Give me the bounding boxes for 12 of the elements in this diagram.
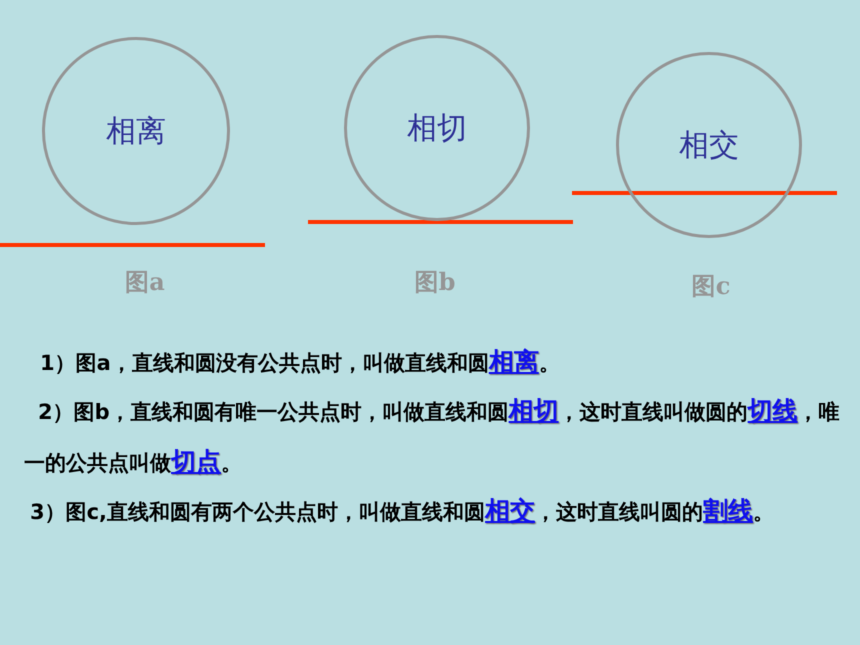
paragraph: 1）图a，直线和圆没有公共点时，叫做直线和圆相离。 — [40, 346, 561, 378]
figure-caption: 图a — [125, 266, 165, 298]
circle-label: 相离 — [106, 112, 166, 150]
figure-caption: 图b — [414, 266, 456, 298]
paragraph: 3）图c,直线和圆有两个公共点时，叫做直线和圆相交，这时直线叫圆的割线。 — [29, 495, 776, 527]
circle — [344, 35, 530, 221]
circle-label: 相交 — [679, 126, 739, 164]
paragraph: 2）图b，直线和圆有唯一公共点时，叫做直线和圆相切，这时直线叫做圆的切线，唯一的公共点叫做切点。 — [24, 395, 841, 478]
figure-caption: 图c — [692, 270, 730, 302]
circle-label: 相切 — [407, 110, 467, 148]
circle — [616, 52, 802, 238]
circle — [42, 37, 230, 225]
